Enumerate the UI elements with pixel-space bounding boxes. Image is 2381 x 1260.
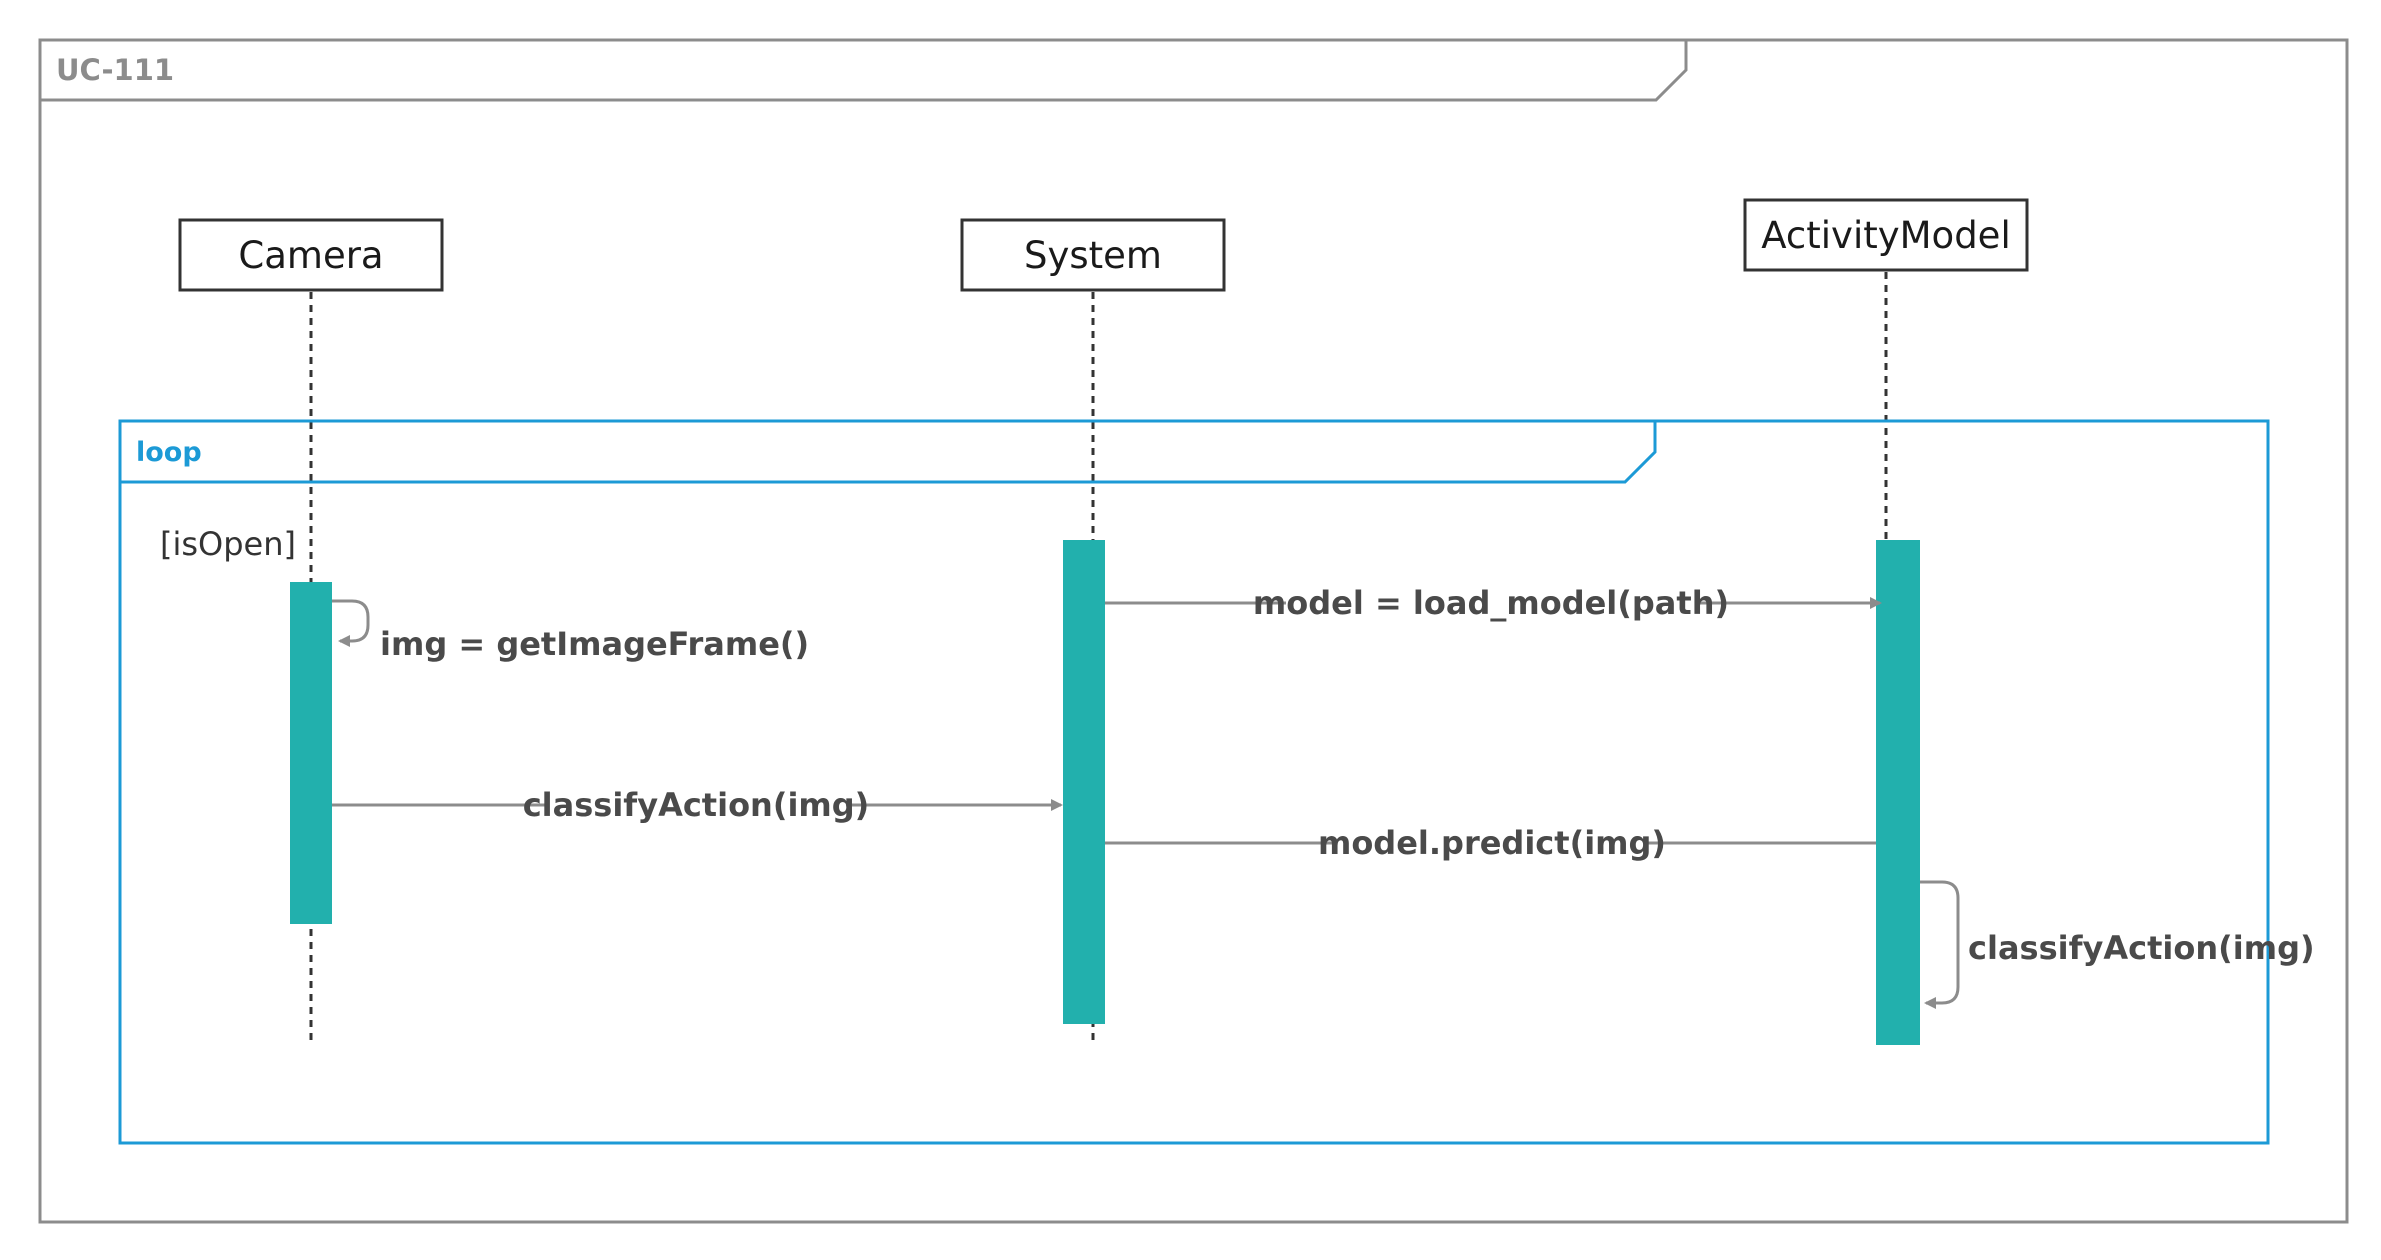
diagram-frame-title-tab (40, 38, 1688, 102)
participant-label: Camera (238, 234, 383, 277)
participant-box (1743, 198, 2029, 272)
loop-operator-label: loop (136, 437, 202, 468)
participant-label: System (1024, 234, 1162, 277)
message-classify-action-self[interactable]: classifyAction(img) (1920, 880, 2315, 1009)
message-label: classifyAction(img) (523, 786, 870, 824)
participant-box (960, 218, 1226, 292)
activation-system (1063, 540, 1105, 1024)
diagram-title: UC-111 (56, 53, 174, 87)
diagram-frame: UC-111 (38, 38, 2349, 1224)
activation-camera (290, 582, 332, 924)
loop-guard-label: [isOpen] (160, 525, 296, 563)
loop-fragment-border (118, 419, 2270, 1145)
participant-activitymodel[interactable]: ActivityModel (1743, 198, 2029, 272)
message-self-loop (1920, 880, 1960, 1009)
message-load-model[interactable]: model = load_model(path) (1105, 584, 1882, 622)
message-self-loop (332, 599, 370, 647)
participant-camera[interactable]: Camera (178, 218, 444, 292)
message-label: model = load_model(path) (1253, 584, 1729, 622)
message-label: classifyAction(img) (1968, 929, 2315, 967)
loop-fragment-tab (120, 421, 1657, 484)
loop-fragment: loop [isOpen] (118, 419, 2270, 1145)
message-model-predict[interactable]: model.predict(img) (1105, 824, 1876, 862)
participant-system[interactable]: System (960, 218, 1226, 292)
activation-activitymodel (1876, 540, 1920, 1045)
participant-label: ActivityModel (1761, 214, 2010, 257)
message-get-image-frame[interactable]: img = getImageFrame() (332, 599, 809, 663)
message-label: img = getImageFrame() (380, 625, 809, 663)
message-label: model.predict(img) (1318, 824, 1666, 862)
message-classify-action-to-system[interactable]: classifyAction(img) (332, 786, 1063, 824)
participant-box (178, 218, 444, 292)
